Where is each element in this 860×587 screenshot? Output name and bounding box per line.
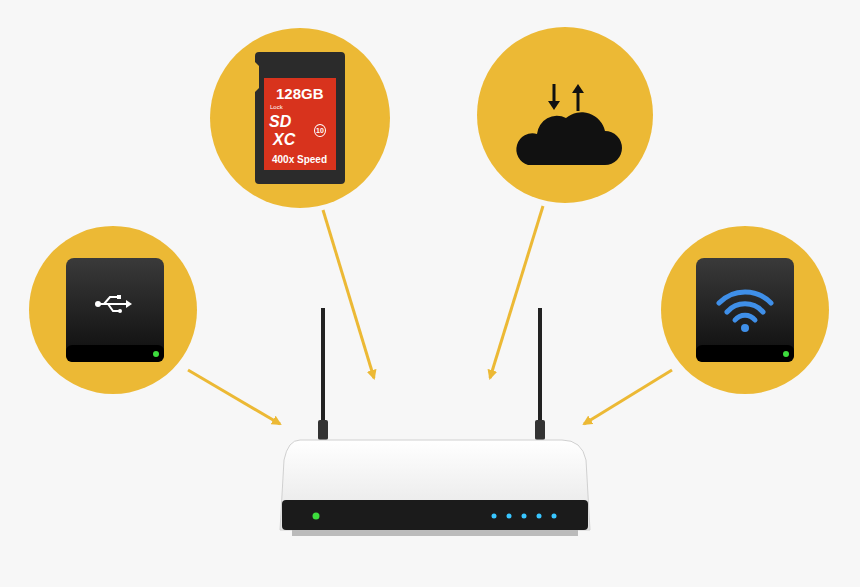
- router: [280, 308, 590, 536]
- card-text: 400x Speed: [272, 155, 327, 165]
- cloud-icon: [516, 84, 622, 165]
- sd-card: 128GB LockSD XC 10 400x Speed: [255, 52, 345, 184]
- arrows: [188, 206, 672, 424]
- sd-circle: [210, 28, 390, 208]
- card-text: 10: [314, 124, 326, 137]
- card-text: 128GB: [276, 86, 324, 101]
- usb-drive: [66, 258, 164, 362]
- cloud-circle: [477, 27, 653, 203]
- card-text: Lock: [270, 104, 283, 110]
- wifi-circle: [661, 226, 829, 394]
- card-text: SD: [269, 114, 291, 130]
- card-text: XC: [273, 132, 295, 148]
- wifi-drive: [696, 258, 794, 362]
- usb-circle: [29, 226, 197, 394]
